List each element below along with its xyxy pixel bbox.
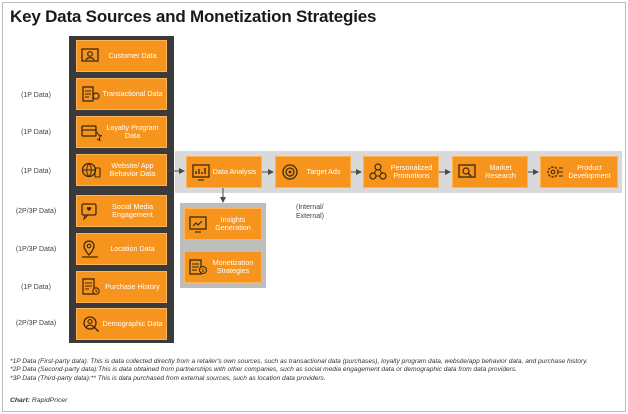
party-label: (1P Data)	[21, 129, 51, 136]
flow-personalized-promotions: Personalized Promotions	[363, 156, 439, 188]
flow-label: Monetization Strategies	[212, 257, 254, 275]
flow-label: Market Research	[485, 162, 516, 180]
internal-external-note: (Internal/ External)	[296, 204, 325, 220]
flow-label: Data Analysis	[212, 166, 257, 176]
source-demographic-data: Demographic Data	[76, 308, 167, 340]
flow-data-analysis: Data Analysis	[186, 156, 262, 188]
loyalty-icon	[81, 125, 102, 142]
credit-source: RapidPricer	[31, 397, 68, 404]
source-transactional-data: Transactional Data	[76, 78, 167, 110]
credit-label: Chart:	[10, 397, 31, 404]
flow-product-development: Product Development	[540, 156, 618, 188]
source-label: Demographic Data	[102, 318, 163, 328]
customer-icon	[81, 48, 99, 62]
flow-label: Product Development	[568, 162, 611, 180]
source-customer-data: Customer Data	[76, 40, 167, 72]
source-website-app-behavior-data: Website/ App Behavior Data	[76, 154, 167, 186]
source-purchase-history: Purchase History	[76, 271, 167, 303]
footnote-2p: *2P Data (Second-party data):This is dat…	[10, 366, 518, 374]
flow-monetization-strategies: $ Monetization Strategies	[184, 251, 262, 283]
insights-icon	[189, 216, 207, 233]
source-label: Social Media Engagement	[111, 201, 154, 219]
footnote-1p: *1P Data (First-party data): This is dat…	[10, 358, 588, 365]
monetization-icon: $	[189, 259, 208, 275]
market-research-icon	[458, 164, 476, 178]
party-label: (2P/3P Data)	[15, 320, 57, 327]
page-title: Key Data Sources and Monetization Strate…	[10, 7, 377, 26]
party-label: (1P/3P Data)	[15, 246, 57, 253]
data-analysis-icon	[192, 164, 210, 181]
party-label: (1P Data)	[21, 284, 51, 291]
target-icon	[282, 164, 298, 180]
party-label: (2P/3P Data)	[15, 208, 57, 215]
chart-credit: Chart: RapidPricer	[10, 397, 67, 404]
flow-label: Personalized Promotions	[390, 162, 433, 180]
product-development-icon	[547, 166, 563, 178]
svg-text:$: $	[201, 268, 204, 274]
location-icon	[82, 240, 98, 258]
flow-market-research: Market Research	[452, 156, 528, 188]
footnote-3p: *3P Data (Third-party data):** This is d…	[10, 374, 326, 382]
source-loyalty-program-data: Loyalty Program Data	[76, 116, 167, 148]
source-social-media-engagement: Social Media Engagement	[76, 195, 167, 227]
source-label: Purchase History	[105, 281, 160, 291]
source-label: Loyalty Program Data	[106, 122, 159, 140]
source-label: Transactional Data	[102, 88, 163, 98]
flow-label: Insights Generation	[215, 214, 251, 232]
source-label: Website/ App Behavior Data	[109, 160, 156, 178]
flow-target-ads: Target Ads	[275, 156, 351, 188]
purchase-history-icon	[82, 278, 100, 295]
website-icon	[81, 162, 101, 178]
footnotes: *1P Data (First-party data): This is dat…	[10, 358, 622, 383]
source-label: Location Data	[110, 243, 155, 253]
flow-label: Target Ads	[306, 166, 341, 176]
party-label: (1P Data)	[21, 92, 51, 99]
source-location-data: Location Data	[76, 233, 167, 265]
source-label: Customer Data	[108, 50, 157, 60]
flow-insights-generation: Insights Generation	[184, 208, 262, 240]
party-label: (1P Data)	[21, 168, 51, 175]
transaction-icon	[82, 86, 100, 102]
promotions-icon	[369, 163, 387, 180]
social-media-icon	[81, 203, 97, 221]
demographic-icon	[83, 316, 100, 333]
